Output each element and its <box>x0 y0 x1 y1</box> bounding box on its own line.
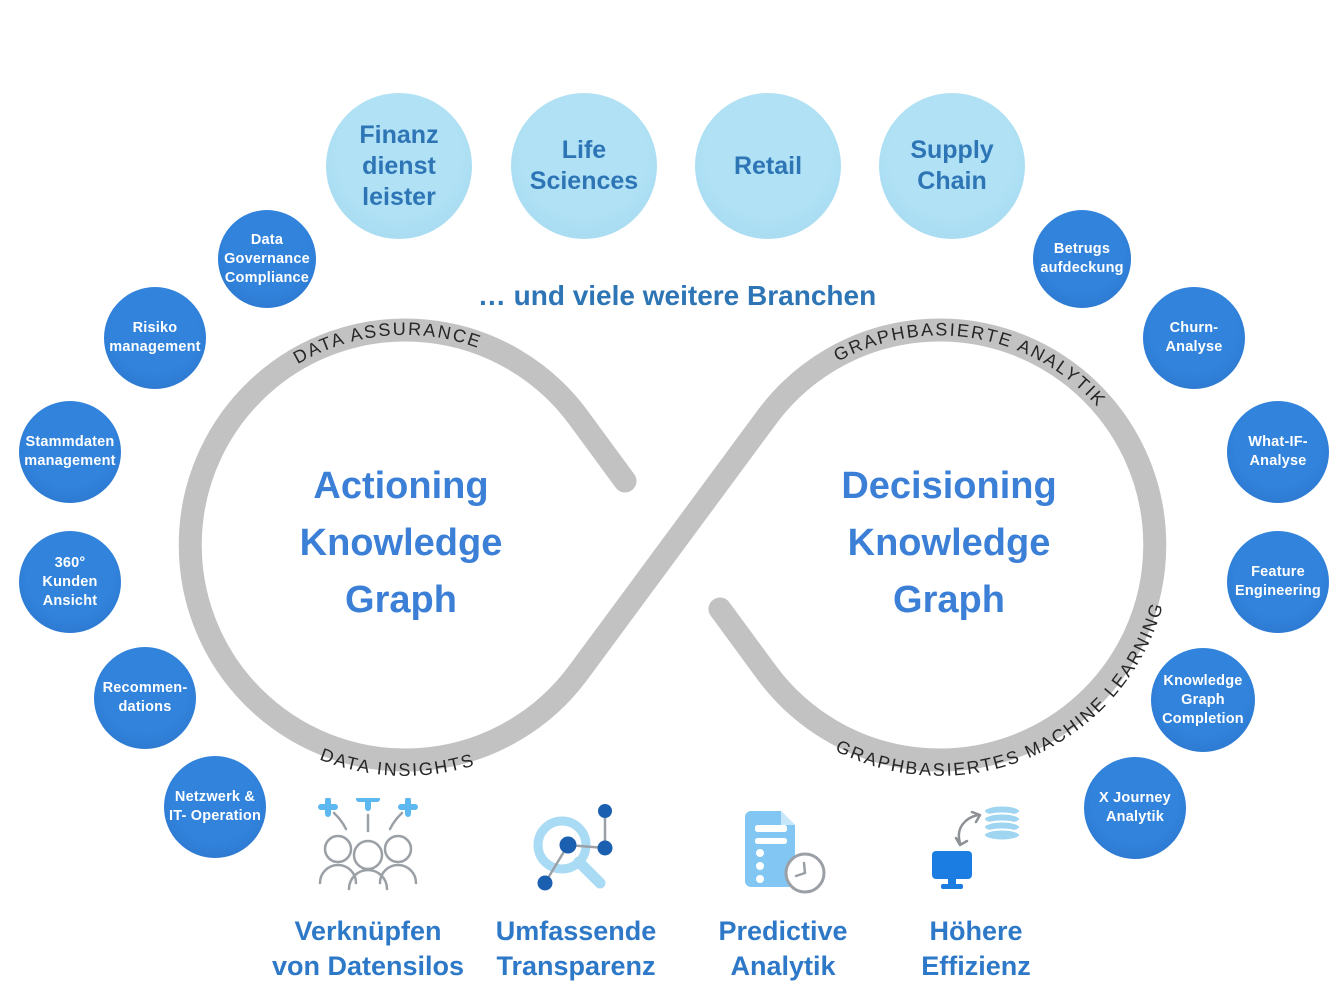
usecase-circle-feature-engineering: Feature Engineering <box>1227 531 1329 633</box>
more-industries-note: … und viele weitere Branchen <box>477 280 877 311</box>
usecase-circle-what-if-analyse: What-IF- Analyse <box>1227 401 1329 503</box>
svg-text:GRAPHBASIERTE ANALYTIK: GRAPHBASIERTE ANALYTIK <box>830 319 1110 410</box>
usecase-circle-risikomanagement: Risiko management <box>104 287 206 389</box>
benefit-transparenz: Umfassende Transparenz <box>456 798 696 984</box>
benefit-label-predictive: Predictive Analytik <box>718 916 848 981</box>
band-label-graph-analytik: GRAPHBASIERTE ANALYTIK <box>830 319 1108 410</box>
document-clock-icon <box>745 811 826 894</box>
usecase-circle-netzwerk-it-operation: Netzwerk & IT- Operation <box>164 756 266 858</box>
industry-circle-retail: Retail <box>695 93 841 239</box>
usecase-circle-betrugsaufdeckung: Betrugs aufdeckung <box>1033 210 1131 308</box>
database-monitor-icon <box>932 804 1021 889</box>
benefit-predictive: Predictive Analytik <box>663 798 903 984</box>
right-loop-title: Decisioning Knowledge Graph <box>841 465 1057 621</box>
industry-circle-supply-chain: Supply Chain <box>879 93 1025 239</box>
usecase-circle-data-governance: Data Governance Compliance <box>218 210 316 308</box>
usecase-circle-knowledge-graph-completion: Knowledge Graph Completion <box>1151 648 1255 752</box>
benefit-verknuepfen: Verknüpfen von Datensilos <box>248 798 488 984</box>
left-loop-title: Actioning Knowledge Graph <box>299 465 503 621</box>
usecase-circle-360-kundenansicht: 360° Kunden Ansicht <box>19 531 121 633</box>
benefit-label-effizienz: Höhere Effizienz <box>921 916 1031 981</box>
infinity-band <box>178 318 1167 772</box>
usecase-circle-stammdatenmanagement: Stammdaten management <box>19 401 121 503</box>
benefit-effizienz: Höhere Effizienz <box>856 798 1096 984</box>
magnifier-network-icon <box>533 804 613 891</box>
usecase-circle-x-journey-analytik: X Journey Analytik <box>1084 757 1186 859</box>
industry-circle-finanzdienstleister: Finanz dienst leister <box>326 93 472 239</box>
people-connect-icon <box>318 798 418 891</box>
benefit-label-verknuepfen: Verknüpfen von Datensilos <box>271 916 465 981</box>
benefit-label-transparenz: Umfassende Transparenz <box>495 916 657 981</box>
usecase-circle-recommendations: Recommen- dations <box>94 647 196 749</box>
usecase-circle-churn-analyse: Churn- Analyse <box>1143 287 1245 389</box>
industry-circle-life-sciences: Life Sciences <box>511 93 657 239</box>
